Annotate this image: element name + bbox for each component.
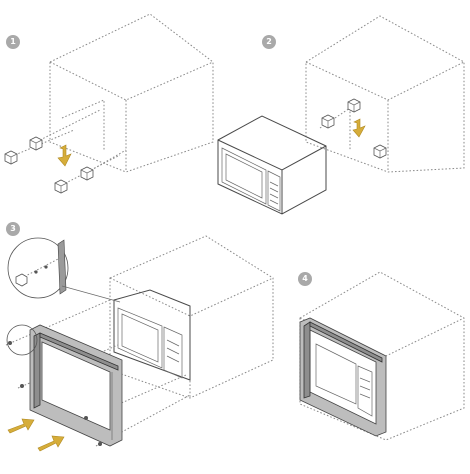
step1-cabinet-outline: [49, 13, 214, 173]
bracket-cube: [80, 166, 94, 181]
step3-cabinet-front-edge: [109, 277, 274, 317]
step4-trim-frame: [299, 317, 387, 437]
step-badge-2: 2: [262, 35, 276, 49]
magnifier-small: [6, 324, 38, 356]
step1-cabinet-inner: [61, 99, 105, 150]
bracket-cube: [347, 98, 361, 113]
magnifier-detail: [7, 237, 69, 299]
screw-icon: [98, 442, 102, 446]
step3-illustration: [5, 235, 274, 452]
screw-icon: [84, 416, 88, 420]
step-badge-3: 3: [6, 222, 20, 236]
step1-cabinet-front-edge: [49, 61, 214, 101]
step2-illustration: [217, 15, 465, 215]
step2-microwave: [217, 115, 327, 215]
step2-arrow-icon: [352, 118, 366, 138]
step1-arrow-icon: [57, 144, 72, 167]
step2-cabinet-inner: [319, 107, 351, 150]
step-badge-4: 4: [298, 272, 312, 286]
push-arrow-icon: [7, 418, 35, 434]
step1-mount-line: [39, 109, 101, 141]
step3-microwave: [113, 289, 191, 381]
magnifier-leader-line: [61, 285, 121, 303]
step1-mount-line: [87, 149, 127, 173]
step-badge-1: 1: [6, 35, 20, 49]
bracket-cube: [321, 114, 335, 129]
trim-frame: [29, 324, 123, 447]
step2-cabinet-outline: [305, 15, 465, 173]
step3-guide-line: [5, 299, 111, 346]
bracket-cube: [54, 179, 68, 194]
push-arrow-icon: [37, 435, 65, 452]
bracket-cube: [4, 150, 18, 165]
step3-cabinet-outline: [109, 235, 274, 399]
step2-cabinet-front-edge: [305, 61, 465, 101]
step4-cabinet-outline: [299, 271, 465, 441]
bracket-cube: [29, 136, 43, 151]
bracket-cube: [373, 144, 387, 159]
screw-icon: [8, 341, 12, 345]
step4-illustration: [299, 271, 465, 441]
screw-icon: [20, 384, 24, 388]
step1-illustration: [4, 13, 214, 194]
